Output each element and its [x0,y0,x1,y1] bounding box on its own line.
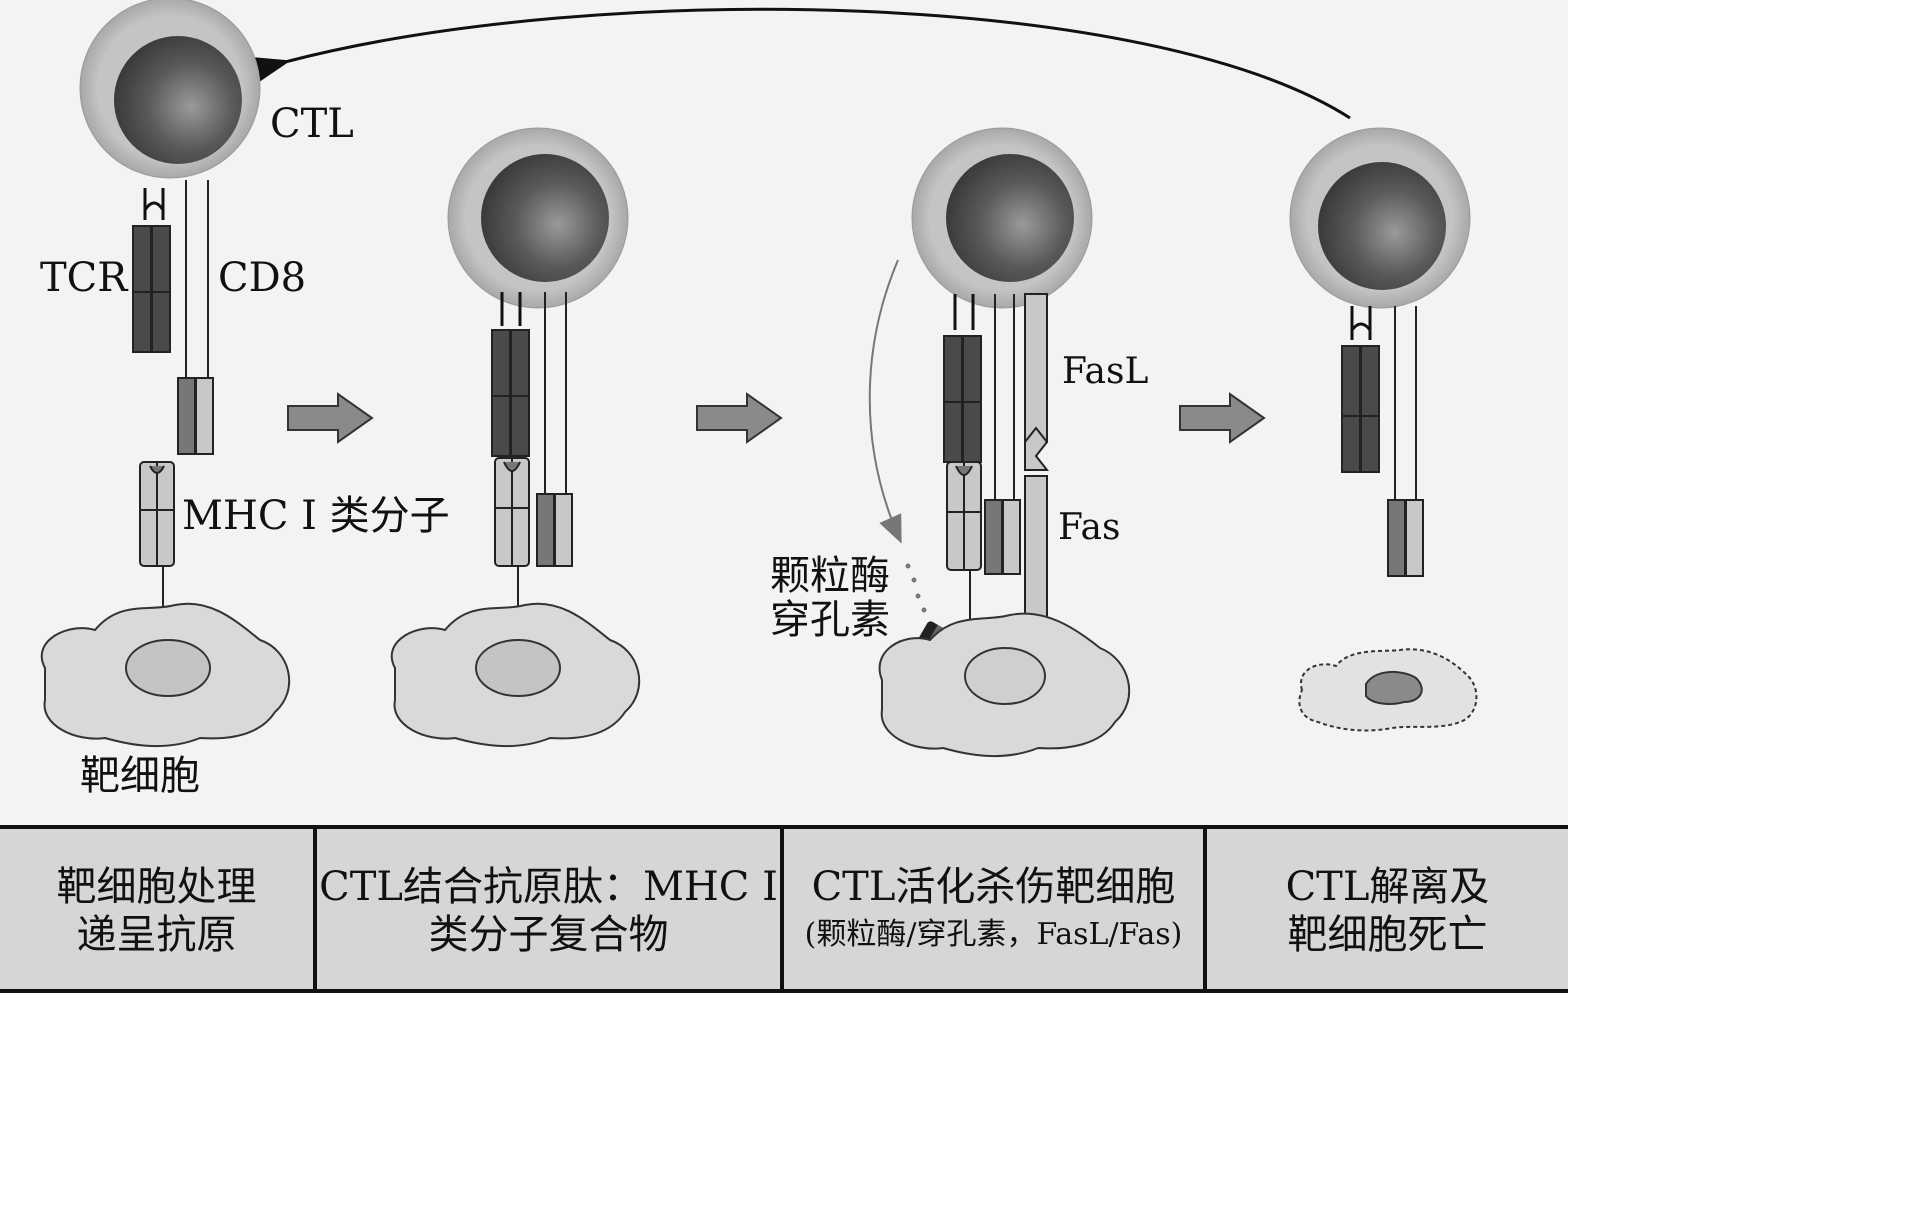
fasl-label: FasL [1062,351,1149,392]
caption-step-3: CTL活化杀伤靶细胞 (颗粒酶/穿孔素，FasL/Fas) [784,829,1207,993]
panel-4-dissociation [1289,127,1478,732]
caption-1-line-2: 递呈抗原 [76,912,237,958]
tcr-chain-b-1 [151,225,171,353]
caption-step-2: CTL结合抗原肽：MHC I 类分子复合物 [317,829,784,993]
cd8-label: CD8 [218,255,307,301]
caption-2-line-1: CTL结合抗原肽：MHC I [319,864,778,910]
perforin-label: 穿孔素 [770,597,890,643]
target-cell-label: 靶细胞 [80,753,200,799]
caption-table: 靶细胞处理 递呈抗原 CTL结合抗原肽：MHC I 类分子复合物 CTL活化杀伤… [0,825,1568,993]
panel-3-ctl-killing [868,127,1131,758]
caption-step-4: CTL解离及 靶细胞死亡 [1207,829,1568,993]
fragmented-nucleus [1365,671,1423,705]
cd8-a-1 [177,377,196,455]
step-arrow-1 [287,392,374,444]
cd8-b-1 [195,377,214,455]
caption-3-line-1: CTL活化杀伤靶细胞 [811,864,1176,910]
fas-stalk [1024,475,1048,629]
panel-1-antigen-presentation [40,0,291,748]
ctl-nucleus-4 [1318,162,1446,290]
tcr-chain-a-1 [132,225,152,353]
step-arrow-3 [1179,392,1266,444]
target-nucleus-1 [125,639,211,697]
diagram-scene: CTL TCR CD8 MHC I 类分子 靶细胞 FasL Fas 颗粒酶 穿… [0,0,1568,825]
step-arrow-2 [696,392,783,444]
caption-3-line-2: (颗粒酶/穿孔素，FasL/Fas) [804,917,1183,952]
caption-4-line-2: 靶细胞死亡 [1287,912,1488,958]
ctl-nucleus-2 [481,154,609,282]
fas-label: Fas [1058,507,1121,548]
caption-1-line-1: 靶细胞处理 [56,864,257,910]
granzyme-label: 颗粒酶 [770,553,890,599]
caption-2-line-2: 类分子复合物 [428,912,669,958]
bottom-rule [0,989,1568,993]
ctl-nucleus-1 [114,36,242,164]
caption-4-line-1: CTL解离及 [1285,864,1490,910]
panel-2-ctl-binding [390,127,641,748]
ctl-label: CTL [270,101,354,147]
caption-step-1: 靶细胞处理 递呈抗原 [0,829,317,993]
granule-arrow [868,259,902,544]
recycle-arrow [246,7,1351,120]
tcr-label: TCR [40,255,128,301]
fasl-stalk [1024,293,1048,443]
ctl-nucleus-3 [946,154,1074,282]
ctl-killing-diagram [40,0,1478,758]
mhc-label: MHC I 类分子 [182,493,450,539]
